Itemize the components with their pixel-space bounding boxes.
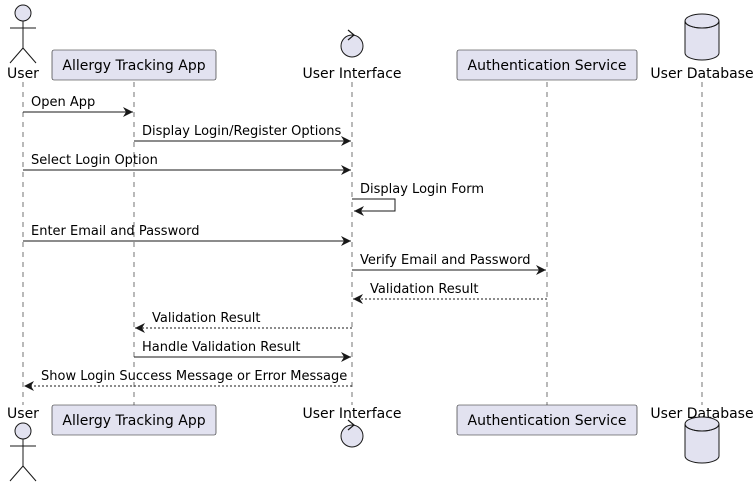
message-label: Handle Validation Result [142, 340, 300, 355]
participant-label: User Interface [302, 406, 401, 422]
message-label: Show Login Success Message or Error Mess… [41, 369, 347, 384]
actor-icon [9, 422, 37, 482]
lifelines [22, 82, 703, 405]
message: Show Login Success Message or Error Mess… [24, 369, 352, 391]
participant-user-top: User [7, 4, 39, 82]
participant-box [456, 49, 638, 81]
database-icon [684, 416, 720, 464]
participant-label: Allergy Tracking App [62, 413, 205, 429]
participant-ui-bottom: User Interface [302, 406, 402, 448]
message: Display Login/Register Options [134, 124, 351, 146]
message-label: Display Login/Register Options [142, 124, 342, 139]
participant-label: User Database [650, 406, 753, 422]
participant-app-bottom: Allergy Tracking App [51, 404, 217, 436]
message: Handle Validation Result [134, 340, 351, 362]
participant-app-top: Allergy Tracking App [51, 49, 217, 81]
participant-box [456, 404, 638, 436]
participant-user-bottom: User [7, 406, 39, 482]
participant-auth-top: Authentication Service [456, 49, 638, 81]
participant-box [51, 404, 217, 436]
message-label: Validation Result [152, 311, 261, 326]
participant-label: User [7, 406, 39, 422]
participant-auth-bottom: Authentication Service [456, 404, 638, 436]
participant-label: Authentication Service [468, 58, 627, 74]
message-label: Validation Result [370, 282, 479, 297]
message-label: Display Login Form [360, 182, 484, 197]
message-label: Open App [31, 95, 95, 110]
message: Validation Result [135, 311, 352, 333]
participant-ui-top: User Interface [302, 29, 402, 82]
message: Enter Email and Password [23, 224, 351, 246]
message: Display Login Form [352, 182, 484, 216]
message: Open App [23, 95, 133, 117]
control-icon [340, 29, 364, 58]
participant-label: User Database [650, 66, 753, 82]
participant-label: User [7, 66, 39, 82]
message: Verify Email and Password [352, 253, 546, 275]
database-icon [684, 13, 720, 61]
message-label: Select Login Option [31, 153, 158, 168]
message-label: Verify Email and Password [360, 253, 531, 268]
participant-box [51, 49, 217, 81]
message-arrow [352, 198, 396, 216]
actor-icon [9, 4, 37, 64]
message: Select Login Option [23, 153, 351, 175]
control-icon [340, 419, 364, 448]
message-label: Enter Email and Password [31, 224, 200, 239]
participant-label: Authentication Service [468, 413, 627, 429]
participant-db-bottom: User Database [650, 406, 754, 464]
participant-label: User Interface [302, 66, 401, 82]
participant-db-top: User Database [650, 13, 754, 82]
message: Validation Result [353, 282, 547, 304]
participant-label: Allergy Tracking App [62, 58, 205, 74]
